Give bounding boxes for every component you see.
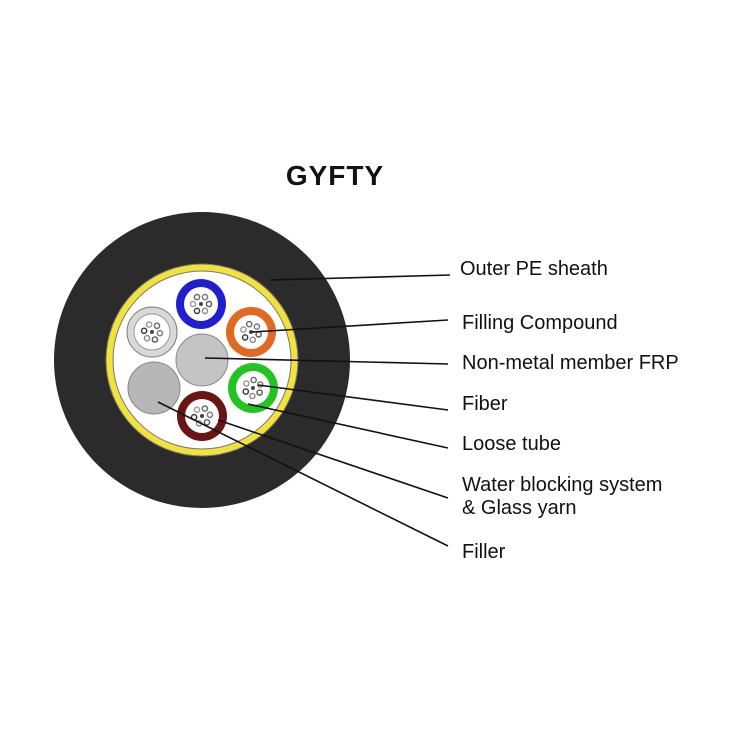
fiber [253, 323, 261, 330]
label-non-metal-member: Non-metal member FRP [462, 352, 679, 374]
leader-filler [157, 401, 449, 547]
fiber [255, 331, 262, 338]
fiber [242, 388, 250, 395]
fiber [249, 392, 256, 400]
fiber [156, 329, 164, 337]
leader-filling-compound [251, 319, 449, 333]
fiber [241, 334, 249, 341]
fiber [256, 389, 263, 396]
fiber [193, 406, 201, 414]
fiber [153, 322, 161, 330]
leader-outer-pe-sheath [269, 274, 451, 281]
leader-lines [157, 274, 451, 547]
fiber [143, 334, 151, 342]
label-loose-tube: Loose tube [462, 433, 561, 455]
fiber [201, 293, 209, 301]
fiber [205, 300, 213, 308]
fiber [201, 307, 209, 315]
fiber [203, 418, 211, 426]
leader-fiber [257, 384, 449, 411]
fiber [249, 336, 257, 344]
leader-water-blocking [217, 419, 449, 499]
label-outer-pe-sheath: Outer PE sheath [460, 258, 608, 280]
diagram-title: GYFTY [285, 160, 385, 191]
leader-non-metal-member [204, 357, 449, 365]
fiber [249, 330, 253, 334]
fiber [193, 293, 201, 301]
non-metal-member-frp [175, 333, 229, 387]
fiber [151, 336, 159, 343]
fiber [199, 302, 203, 306]
label-filler: Filler [462, 541, 506, 563]
fiber [140, 327, 148, 335]
label-fiber: Fiber [462, 393, 508, 415]
label-water-blocking-line1: Water blocking system [462, 474, 663, 496]
fiber [206, 411, 214, 419]
fiber [201, 405, 209, 412]
fiber [200, 414, 204, 418]
filler [127, 361, 181, 415]
leader-loose-tube [247, 403, 449, 449]
label-filling-compound: Filling Compound [462, 312, 618, 334]
fiber [245, 320, 253, 328]
fiber [193, 307, 201, 315]
fiber [250, 376, 257, 384]
label-water-blocking-line2: & Glass yarn [462, 497, 577, 519]
fiber [145, 321, 153, 328]
fiber [251, 386, 255, 390]
fiber [240, 326, 247, 333]
fiber [150, 330, 154, 334]
fiber [189, 300, 197, 308]
fiber [243, 380, 250, 387]
fibers-group [140, 293, 264, 427]
